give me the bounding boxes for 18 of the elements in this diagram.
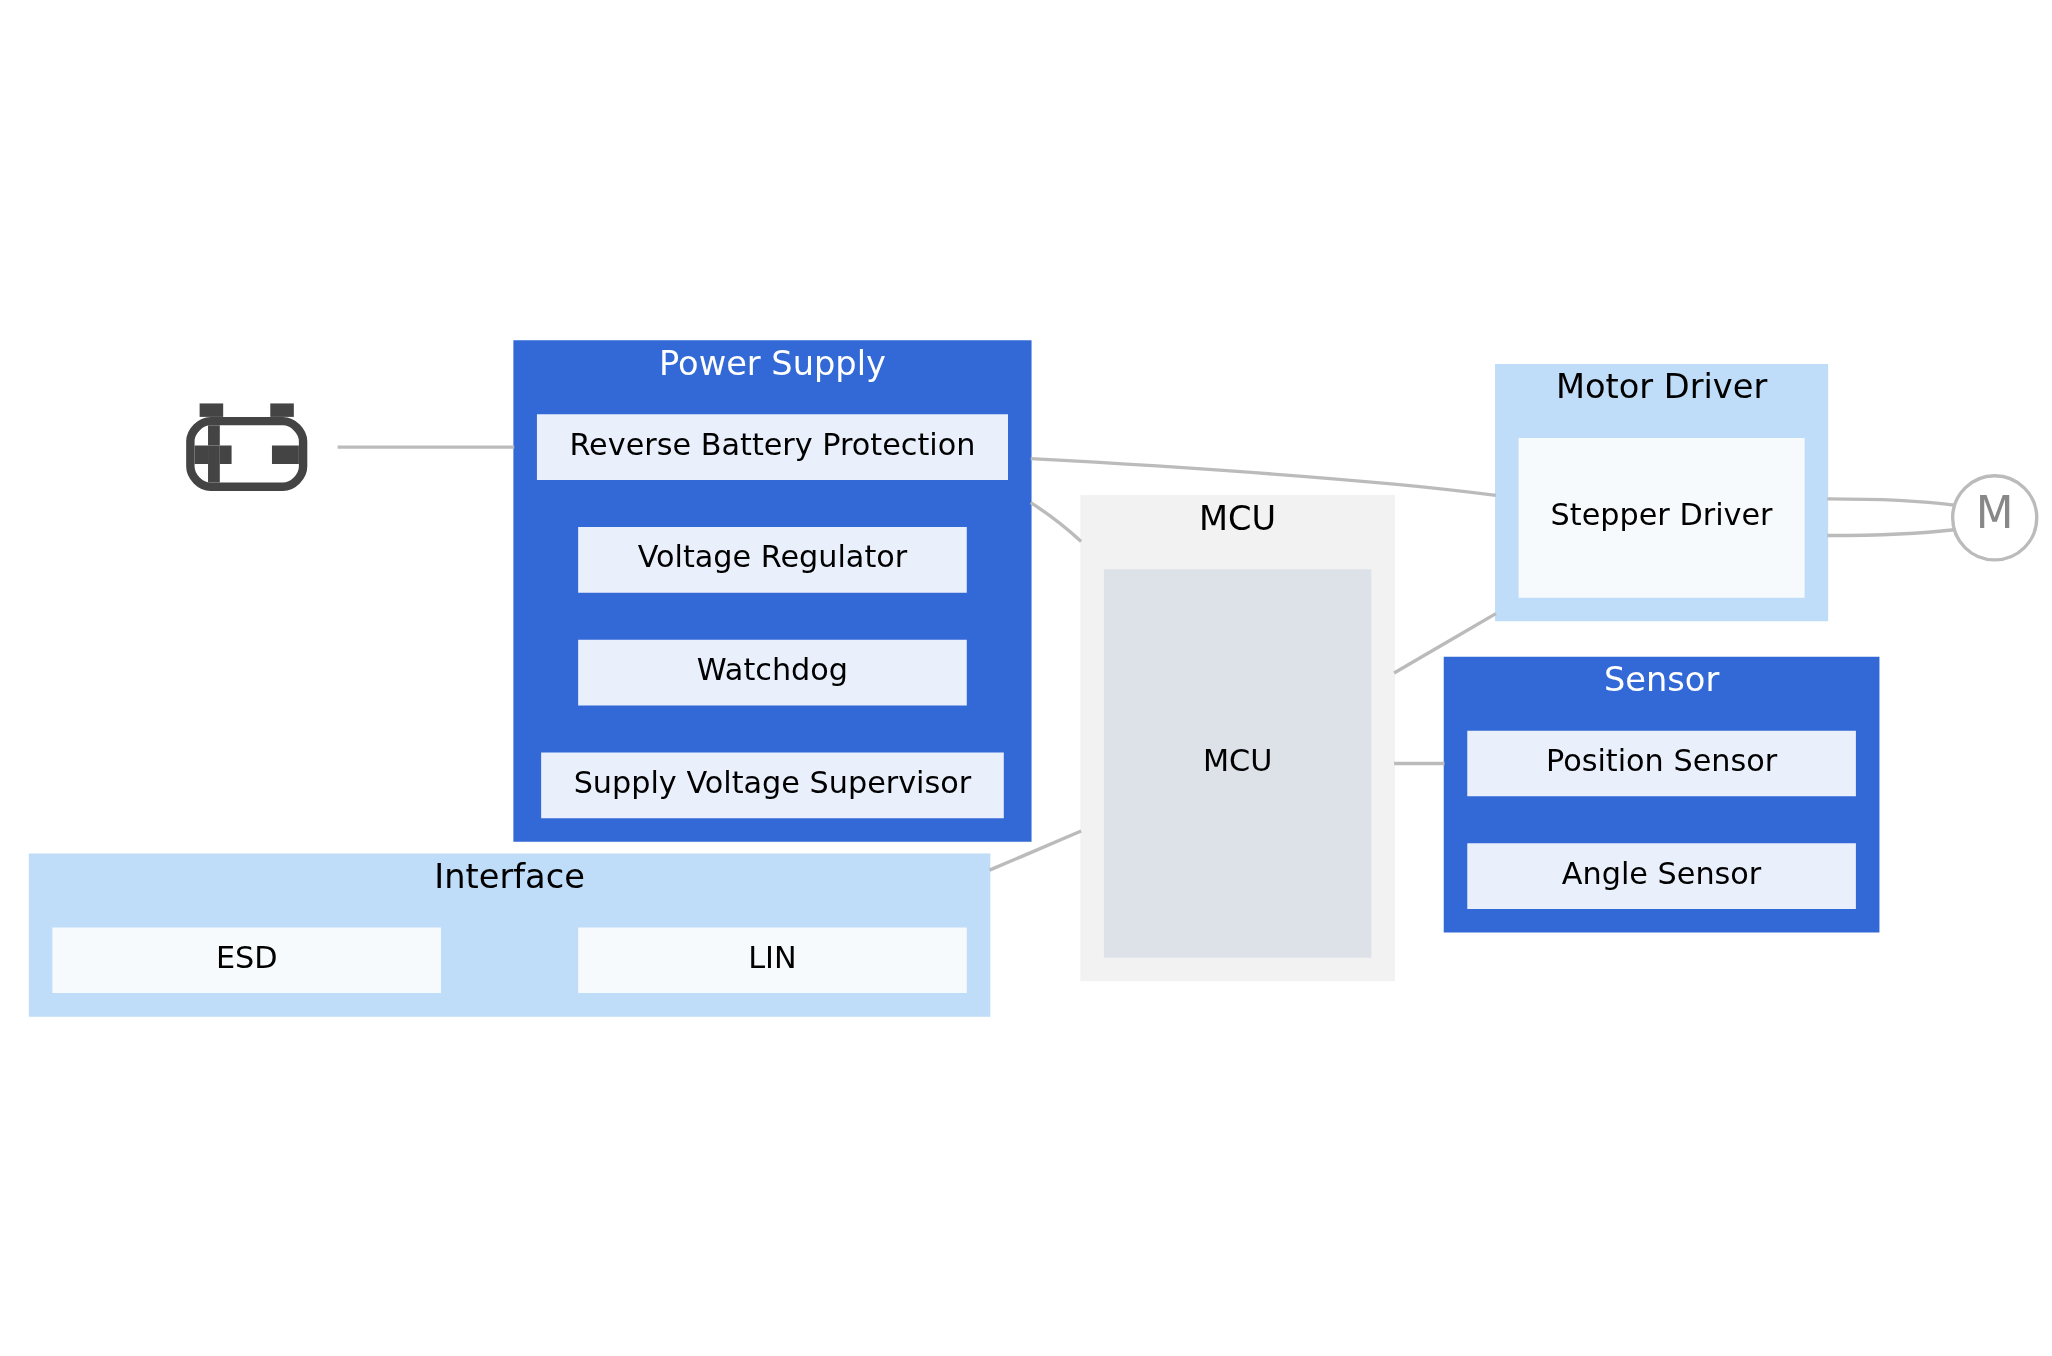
connector: [988, 828, 1082, 872]
connector: [1826, 496, 1954, 507]
connector: [1393, 761, 1445, 765]
connector: [337, 445, 514, 449]
node-box: ESD: [51, 927, 441, 993]
connector: [1826, 527, 1954, 537]
connector: [1392, 611, 1497, 675]
node-box: Voltage Regulator: [577, 526, 967, 593]
node-box: Watchdog: [577, 639, 967, 705]
connector: [1030, 456, 1496, 497]
node-box: Stepper Driver: [1518, 437, 1805, 598]
node-box: Position Sensor: [1466, 730, 1856, 796]
node-circle: M: [1950, 473, 2038, 562]
node-box: LIN: [577, 927, 967, 993]
node-box: Angle Sensor: [1466, 842, 1856, 909]
node-box: Reverse Battery Protection: [536, 413, 1008, 480]
connector: [1029, 500, 1082, 543]
node-box: Supply Voltage Supervisor: [540, 752, 1004, 818]
